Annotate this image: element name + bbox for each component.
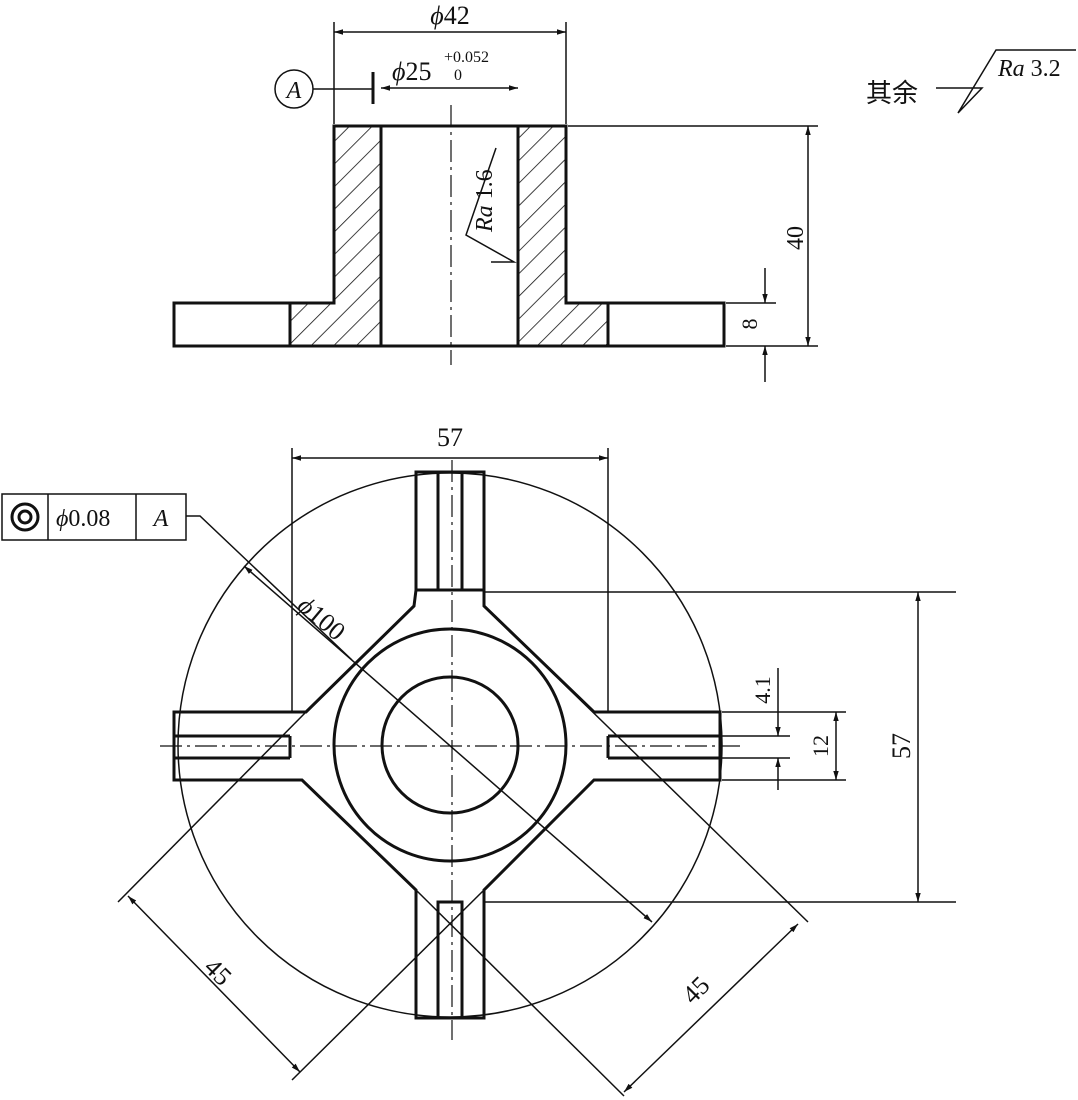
part-outline — [172, 124, 726, 348]
bore-tolerance-lower: 0 — [454, 67, 462, 84]
bore-roughness-label: Ra 1.6 — [472, 169, 498, 233]
flange-thickness-label: 8 — [737, 319, 762, 330]
bore-tolerance-upper: +0.052 — [444, 49, 489, 66]
frame-tolerance-value: ϕ0.08 — [56, 506, 110, 532]
ext-line — [483, 605, 809, 923]
horizontal-dim-label: 57 — [437, 423, 463, 452]
top-view: 57 57 4.1 12 ϕ100 45 45 — [117, 423, 956, 1097]
ext-line — [117, 711, 307, 903]
outer-diameter-label: ϕ42 — [430, 1, 469, 30]
diagonal-left-label: 45 — [199, 953, 238, 992]
frame-box — [1, 493, 187, 541]
frame-datum: A — [152, 506, 169, 532]
vertical-dim-label: 57 — [887, 733, 916, 759]
bore-diameter-label: ϕ25 — [392, 57, 431, 86]
roughness-symbol-general — [936, 49, 1076, 114]
outer-diameter-top-label: ϕ100 — [292, 590, 351, 646]
dim-line-diagonal-right — [623, 923, 799, 1093]
ext-line — [291, 889, 485, 1081]
slot-bottom — [436, 900, 464, 1020]
ext-line — [415, 889, 625, 1097]
tolerance-leader — [186, 515, 353, 661]
datum-label: A — [285, 78, 302, 104]
general-roughness-label: Ra 3.2 — [997, 56, 1061, 82]
diagonal-right-label: 45 — [677, 971, 716, 1010]
roughness-symbol-bore — [465, 147, 517, 263]
dim-line-diagonal-left — [127, 895, 301, 1073]
height-label: 40 — [783, 226, 809, 250]
tolerance-frame: ϕ0.08 A — [1, 493, 187, 541]
general-roughness-note: 其余 Ra 3.2 — [866, 49, 1076, 114]
slot-width-label: 4.1 — [750, 676, 775, 704]
section-hatch-right — [518, 126, 608, 346]
front-section-view: ϕ42 ϕ25 +0.052 0 A Ra 1.6 40 8 — [172, 1, 818, 382]
general-roughness-prefix: 其余 — [866, 79, 918, 108]
concentricity-icon — [10, 502, 40, 532]
arm-width-label: 12 — [808, 735, 833, 757]
dim-line-diameter — [243, 565, 653, 923]
